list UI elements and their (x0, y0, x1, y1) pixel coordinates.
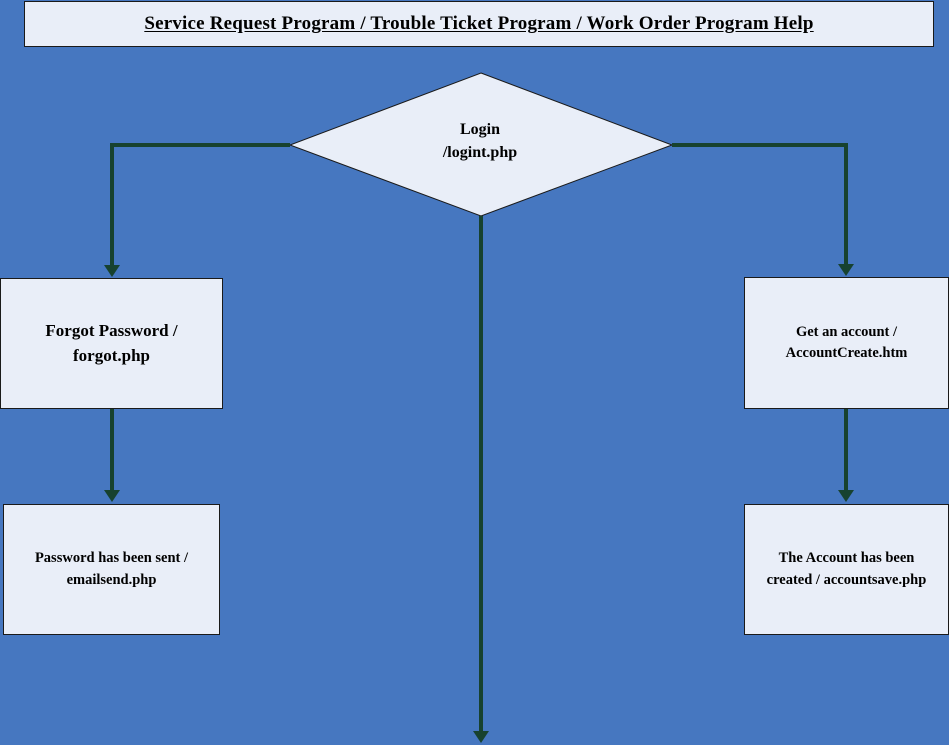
login-node-label: Login /logint.php (400, 118, 560, 170)
get-account-label: Get an account / AccountCreate.htm (786, 322, 908, 364)
connector-login-to-account (672, 143, 848, 265)
account-created-node[interactable]: The Account has been created / accountsa… (744, 504, 949, 635)
forgot-password-label: Forgot Password / forgot.php (45, 319, 177, 368)
arrowhead-to-save (838, 490, 854, 502)
get-account-line1: Get an account / (795, 323, 898, 340)
connector-login-to-forgot (110, 143, 290, 266)
get-account-node[interactable]: Get an account / AccountCreate.htm (744, 277, 949, 409)
get-account-line2: AccountCreate.htm (785, 345, 908, 361)
password-sent-node[interactable]: Password has been sent / emailsend.php (3, 504, 220, 635)
diagram-title-box: Service Request Program / Trouble Ticket… (24, 1, 934, 47)
forgot-password-node[interactable]: Forgot Password / forgot.php (0, 278, 223, 409)
forgot-password-line1: Forgot Password / (45, 320, 178, 340)
arrowhead-to-forgot (104, 265, 120, 277)
password-sent-label: Password has been sent / emailsend.php (35, 548, 188, 590)
arrowhead-to-emailsend (104, 490, 120, 502)
password-sent-line1: Password has been sent / (34, 550, 189, 567)
arrowhead-login-down (473, 731, 489, 743)
login-node-line1: Login (459, 121, 500, 138)
diagram-title: Service Request Program / Trouble Ticket… (144, 13, 814, 34)
account-created-line2: created / accountsave.php (766, 571, 927, 588)
login-node-line2: /logint.php (442, 144, 518, 162)
account-created-label: The Account has been created / accountsa… (767, 548, 927, 590)
forgot-password-line2: forgot.php (73, 345, 150, 365)
arrowhead-to-account (838, 264, 854, 276)
password-sent-line2: emailsend.php (66, 571, 157, 588)
account-created-line1: The Account has been (778, 550, 915, 567)
